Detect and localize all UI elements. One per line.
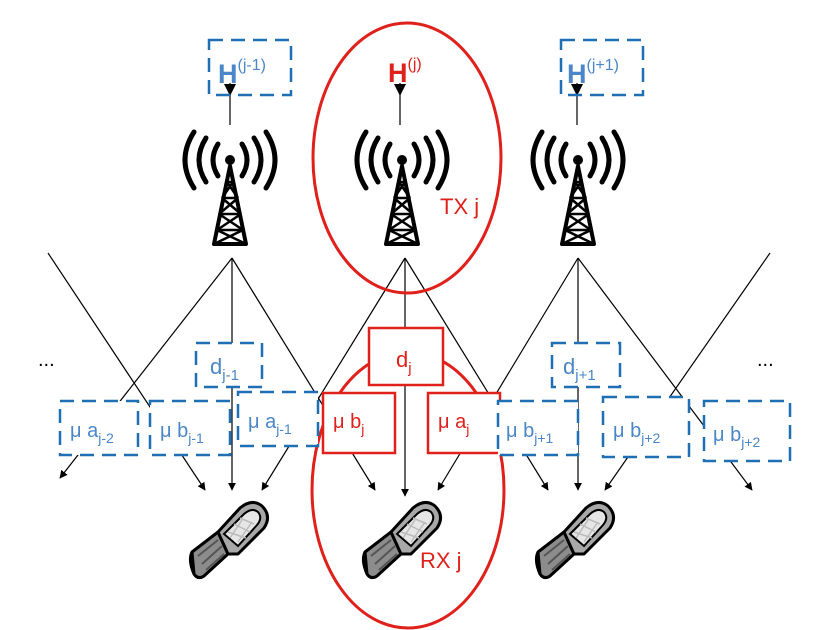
svg-text:μ bj+2: μ bj+2: [713, 424, 760, 450]
svg-text:μ bj: μ bj: [333, 411, 364, 437]
channel-label-center: H(j): [388, 56, 422, 88]
ellipsis-right: ...: [757, 349, 774, 371]
d-subscript: j+1: [574, 367, 595, 384]
d-subscript: j-1: [221, 367, 239, 384]
mu-box: μ aj-1: [236, 390, 320, 448]
svg-text:H(j+1): H(j+1): [567, 57, 619, 89]
channel-base: H: [567, 59, 587, 89]
d-base: d: [563, 354, 575, 379]
mu-box: μ bj+2: [702, 399, 792, 463]
channel-box-right: H(j+1): [559, 38, 645, 97]
svg-text:μ bj+2: μ bj+2: [613, 420, 660, 446]
svg-text:H(j): H(j): [388, 56, 422, 88]
mu-box: μ bj+2: [601, 395, 691, 459]
tx-label: TX j: [440, 194, 479, 219]
channel-superscript: (j-1): [238, 57, 266, 74]
svg-text:dj: dj: [396, 347, 412, 377]
mu-box: μ aj: [426, 391, 502, 455]
svg-text:dj+1: dj+1: [563, 354, 596, 384]
mu-box: μ bj: [321, 391, 397, 455]
d-box-center: dj: [367, 326, 445, 387]
mu-subscript: j: [360, 421, 364, 437]
mu-box: μ aj-2: [58, 399, 140, 457]
mobile-phone-icon: [534, 500, 616, 580]
svg-text:μ bj+1: μ bj+1: [506, 420, 553, 446]
mu-prefix: μ b: [160, 420, 188, 442]
channel-superscript: (j): [408, 56, 422, 73]
d-base: d: [396, 347, 408, 372]
mu-subscript: j+2: [740, 434, 760, 450]
mu-box: μ bj+1: [496, 399, 580, 457]
channel-base: H: [388, 58, 408, 88]
mu-subscript: j+1: [533, 430, 553, 446]
path-center-tower-left: [261, 257, 406, 491]
mu-subscript: j: [465, 421, 469, 437]
mu-prefix: μ a: [248, 411, 277, 433]
antenna-tower-icon: [533, 132, 623, 244]
mu-subscript: j+2: [640, 430, 660, 446]
mu-subscript: j-1: [275, 421, 292, 437]
ellipsis-left: ...: [38, 349, 55, 371]
channel-base: H: [218, 59, 238, 89]
svg-text:μ bj-1: μ bj-1: [160, 420, 204, 446]
mu-prefix: μ b: [333, 411, 361, 433]
mu-prefix: μ a: [438, 411, 467, 433]
channel-superscript: (j+1): [587, 57, 619, 74]
rx-label: RX j: [420, 548, 462, 573]
d-base: d: [210, 354, 222, 379]
mobile-phone-icon: [188, 500, 270, 580]
antenna-tower-icon: [185, 132, 275, 244]
mu-prefix: μ b: [713, 424, 741, 446]
d-subscript: j: [407, 360, 411, 377]
mu-subscript: j-2: [97, 430, 114, 446]
d-box-left: dj-1: [194, 341, 264, 389]
svg-text:H(j-1): H(j-1): [218, 57, 266, 89]
mu-subscript: j-1: [187, 430, 204, 446]
mu-box: μ bj-1: [148, 399, 232, 457]
svg-text:dj-1: dj-1: [210, 354, 239, 384]
svg-text:μ aj-1: μ aj-1: [248, 411, 292, 437]
channel-box-left: H(j-1): [207, 38, 293, 97]
tx-ellipse: [311, 21, 503, 295]
svg-text:μ aj: μ aj: [438, 411, 469, 437]
mu-prefix: μ b: [506, 420, 534, 442]
antenna-tower-icon: [357, 132, 447, 244]
d-box-right: dj+1: [550, 341, 622, 389]
svg-text:μ aj-2: μ aj-2: [70, 420, 114, 446]
mu-prefix: μ b: [613, 420, 641, 442]
mu-prefix: μ a: [70, 420, 99, 442]
